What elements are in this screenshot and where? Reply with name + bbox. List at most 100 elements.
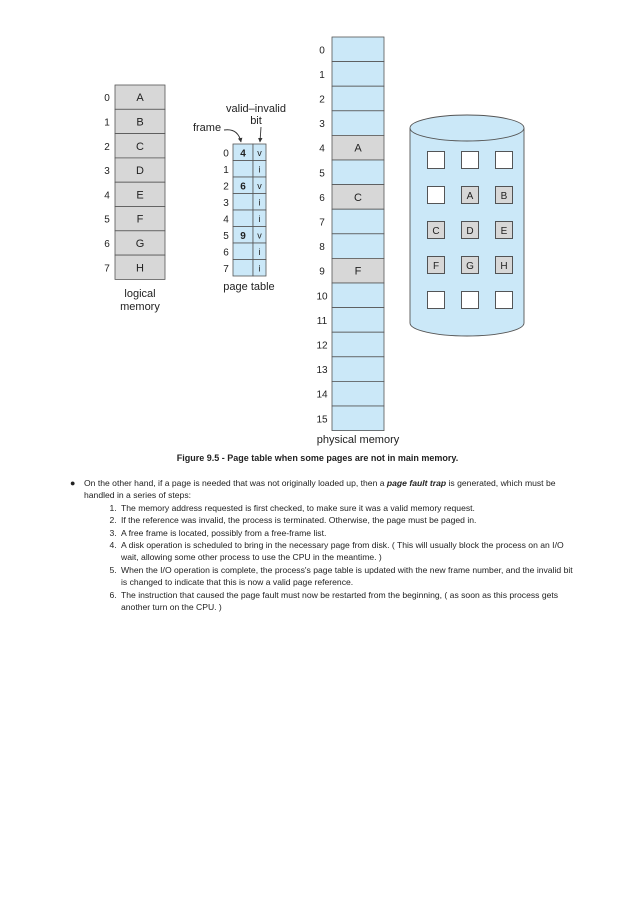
disk-block-label: F [433, 261, 439, 272]
disk-block [461, 256, 479, 274]
logical-index: 1 [104, 117, 110, 128]
physical-frame-cell [331, 184, 385, 210]
logical-page-cell [114, 157, 166, 183]
disk-block [495, 186, 513, 204]
intro-text-before: On the other hand, if a page is needed t… [84, 478, 387, 488]
page-fault-explanation: ● On the other hand, if a page is needed… [70, 477, 580, 613]
disk-block [461, 151, 479, 169]
disk-block-label: C [432, 226, 439, 237]
physical-memory-label: physical memory [317, 434, 400, 446]
logical-page-label: G [136, 238, 145, 250]
step-item: If the reference was invalid, the proces… [119, 514, 580, 526]
step-item: A disk operation is scheduled to bring i… [119, 539, 580, 564]
valid-bit-arrow [258, 126, 263, 143]
physical-frame-index: 7 [319, 218, 325, 229]
logical-index: 5 [104, 215, 110, 226]
physical-frame-cell [331, 134, 385, 161]
physical-frame-cell [331, 36, 385, 63]
disk-block-label: A [467, 191, 474, 202]
intro-paragraph: On the other hand, if a page is needed t… [84, 477, 580, 613]
valid-bit: i [259, 247, 261, 257]
step-item: A free frame is located, possibly from a… [119, 527, 580, 539]
physical-frame-index: 8 [319, 242, 325, 253]
disk-block [495, 151, 513, 169]
physical-frame-cell [331, 110, 385, 136]
logical-page-label: D [136, 165, 144, 177]
valid-invalid-label: bit [250, 115, 262, 127]
disk-block [427, 256, 445, 274]
step-item: The instruction that caused the page fau… [119, 589, 580, 614]
physical-frame-index: 10 [316, 291, 328, 302]
logical-memory-label: logical [124, 288, 155, 300]
physical-frame-content: A [354, 143, 362, 155]
logical-page-label: H [136, 262, 144, 274]
physical-frame-index: 14 [316, 390, 328, 401]
logical-index: 3 [104, 166, 110, 177]
frame-cell [232, 193, 254, 211]
valid-bit: i [259, 214, 261, 224]
physical-frame-content: F [355, 266, 362, 278]
disk-block [461, 291, 479, 309]
disk-block [495, 291, 513, 309]
logical-page-label: C [136, 141, 144, 153]
physical-frame-index: 9 [319, 267, 325, 278]
disk-block-label: E [501, 226, 508, 237]
physical-frame-cell [331, 159, 385, 186]
logical-page-cell [114, 254, 166, 280]
page-fault-trap-term: page fault trap [386, 478, 447, 488]
physical-frame-cell [331, 257, 385, 284]
physical-frame-index: 1 [319, 70, 325, 81]
physical-frame-index: 15 [316, 414, 328, 425]
page-table-index: 5 [223, 231, 229, 242]
page-table-index: 4 [223, 214, 229, 225]
logical-index: 7 [104, 263, 110, 274]
disk-block [427, 186, 445, 204]
frame-cell [232, 160, 254, 178]
valid-bit: i [259, 164, 261, 174]
intro-text-after: is generated, which must be handled in a… [84, 478, 556, 501]
logical-page-label: B [136, 116, 143, 128]
physical-frame-index: 5 [319, 168, 325, 179]
physical-frame-cell [331, 356, 385, 382]
page-table-index: 1 [223, 165, 229, 176]
valid-bit: v [257, 148, 262, 158]
logical-index: 0 [104, 93, 110, 104]
disk-block-label: B [501, 191, 508, 202]
disk-block [461, 221, 479, 239]
physical-frame-index: 11 [317, 316, 328, 327]
logical-page-label: F [137, 214, 144, 226]
physical-frame-cell [331, 61, 385, 87]
page-table-index: 2 [223, 181, 229, 192]
page-table-label: page table [223, 281, 274, 293]
physical-frame-cell [331, 380, 385, 407]
disk-block [427, 221, 445, 239]
physical-frame-index: 3 [319, 119, 325, 130]
disk-block [495, 256, 513, 274]
frame-number: 6 [240, 181, 246, 192]
valid-bit-cell [252, 259, 267, 277]
disk-block [461, 186, 479, 204]
disk-block-label: H [500, 261, 507, 272]
logical-page-cell [114, 84, 166, 110]
page-table-index: 6 [223, 247, 229, 258]
logical-page-cell [114, 206, 166, 232]
page-table-index: 3 [223, 198, 229, 209]
disk-block-label: D [466, 226, 473, 237]
valid-bit: i [259, 197, 261, 207]
disk-top [409, 114, 525, 142]
frame-number: 4 [240, 148, 246, 159]
disk-block [427, 291, 445, 309]
logical-page-label: A [136, 92, 144, 104]
physical-frame-cell [331, 307, 385, 333]
disk-block [427, 151, 445, 169]
physical-frame-cell [331, 208, 385, 235]
steps-list: The memory address requested is first ch… [84, 502, 580, 614]
disk-block [495, 221, 513, 239]
physical-frame-cell [331, 331, 385, 358]
valid-bit: v [257, 181, 262, 191]
page-table-index: 7 [223, 264, 229, 275]
physical-frame-index: 4 [319, 144, 325, 155]
